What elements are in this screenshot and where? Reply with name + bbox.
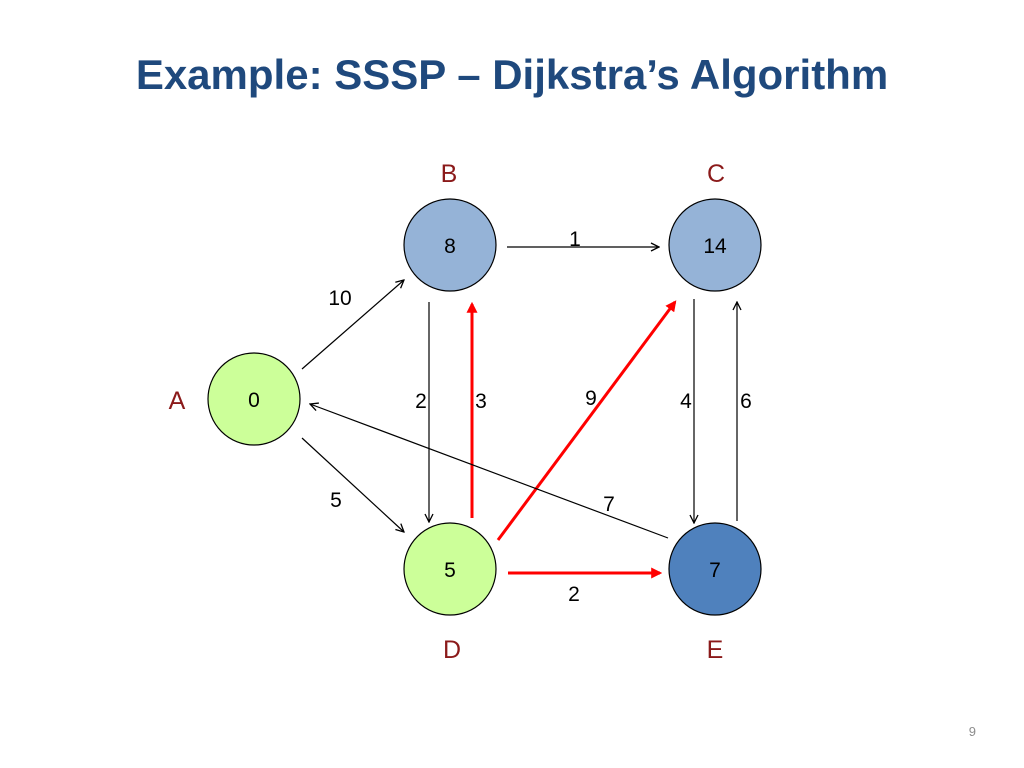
- weight-b-to-c: 1: [569, 228, 581, 251]
- node-e-label: E: [707, 636, 724, 664]
- edge-layer: [301, 247, 737, 579]
- weight-e-to-a: 7: [603, 493, 615, 516]
- node-d-circle: [403, 522, 497, 616]
- node-a-circle: [207, 352, 301, 446]
- node-a: 0 A: [169, 352, 301, 446]
- weight-d-to-e: 2: [568, 583, 580, 606]
- node-c-circle: [668, 198, 762, 292]
- node-e-circle: [668, 522, 762, 616]
- weight-a-to-d: 5: [330, 489, 342, 512]
- weight-layer: 10 5 1 2 3 9 4 6 7 2: [328, 228, 752, 606]
- node-b: 8 B: [403, 160, 497, 292]
- edge-e-to-a: [310, 404, 669, 539]
- node-c-distance: 14: [703, 235, 727, 258]
- node-d-distance: 5: [444, 559, 456, 582]
- weight-d-to-b: 3: [475, 390, 487, 413]
- slide-title: Example: SSSP – Dijkstra’s Algorithm: [135, 51, 889, 98]
- weight-d-to-c: 9: [585, 387, 597, 410]
- node-e: 7 E: [668, 522, 762, 664]
- node-c-label: C: [707, 160, 725, 188]
- weight-b-to-d: 2: [415, 390, 427, 413]
- node-c: 14 C: [668, 160, 762, 292]
- node-layer: 0 A 8 B 14 C 5 D 7 E: [169, 160, 762, 664]
- node-e-distance: 7: [709, 559, 721, 582]
- node-b-distance: 8: [444, 235, 456, 258]
- weight-e-to-c: 6: [740, 390, 752, 413]
- node-d-label: D: [443, 636, 461, 664]
- node-b-circle: [403, 198, 497, 292]
- page-number: 9: [968, 724, 976, 739]
- node-d: 5 D: [403, 522, 497, 664]
- weight-a-to-b: 10: [328, 287, 351, 310]
- weight-c-to-e: 4: [680, 390, 692, 413]
- node-a-distance: 0: [248, 389, 260, 412]
- node-b-label: B: [441, 160, 458, 188]
- node-a-label: A: [169, 387, 186, 415]
- edge-a-to-d: [301, 437, 404, 532]
- edge-a-to-b: [301, 280, 404, 370]
- edge-d-to-c: [496, 300, 677, 541]
